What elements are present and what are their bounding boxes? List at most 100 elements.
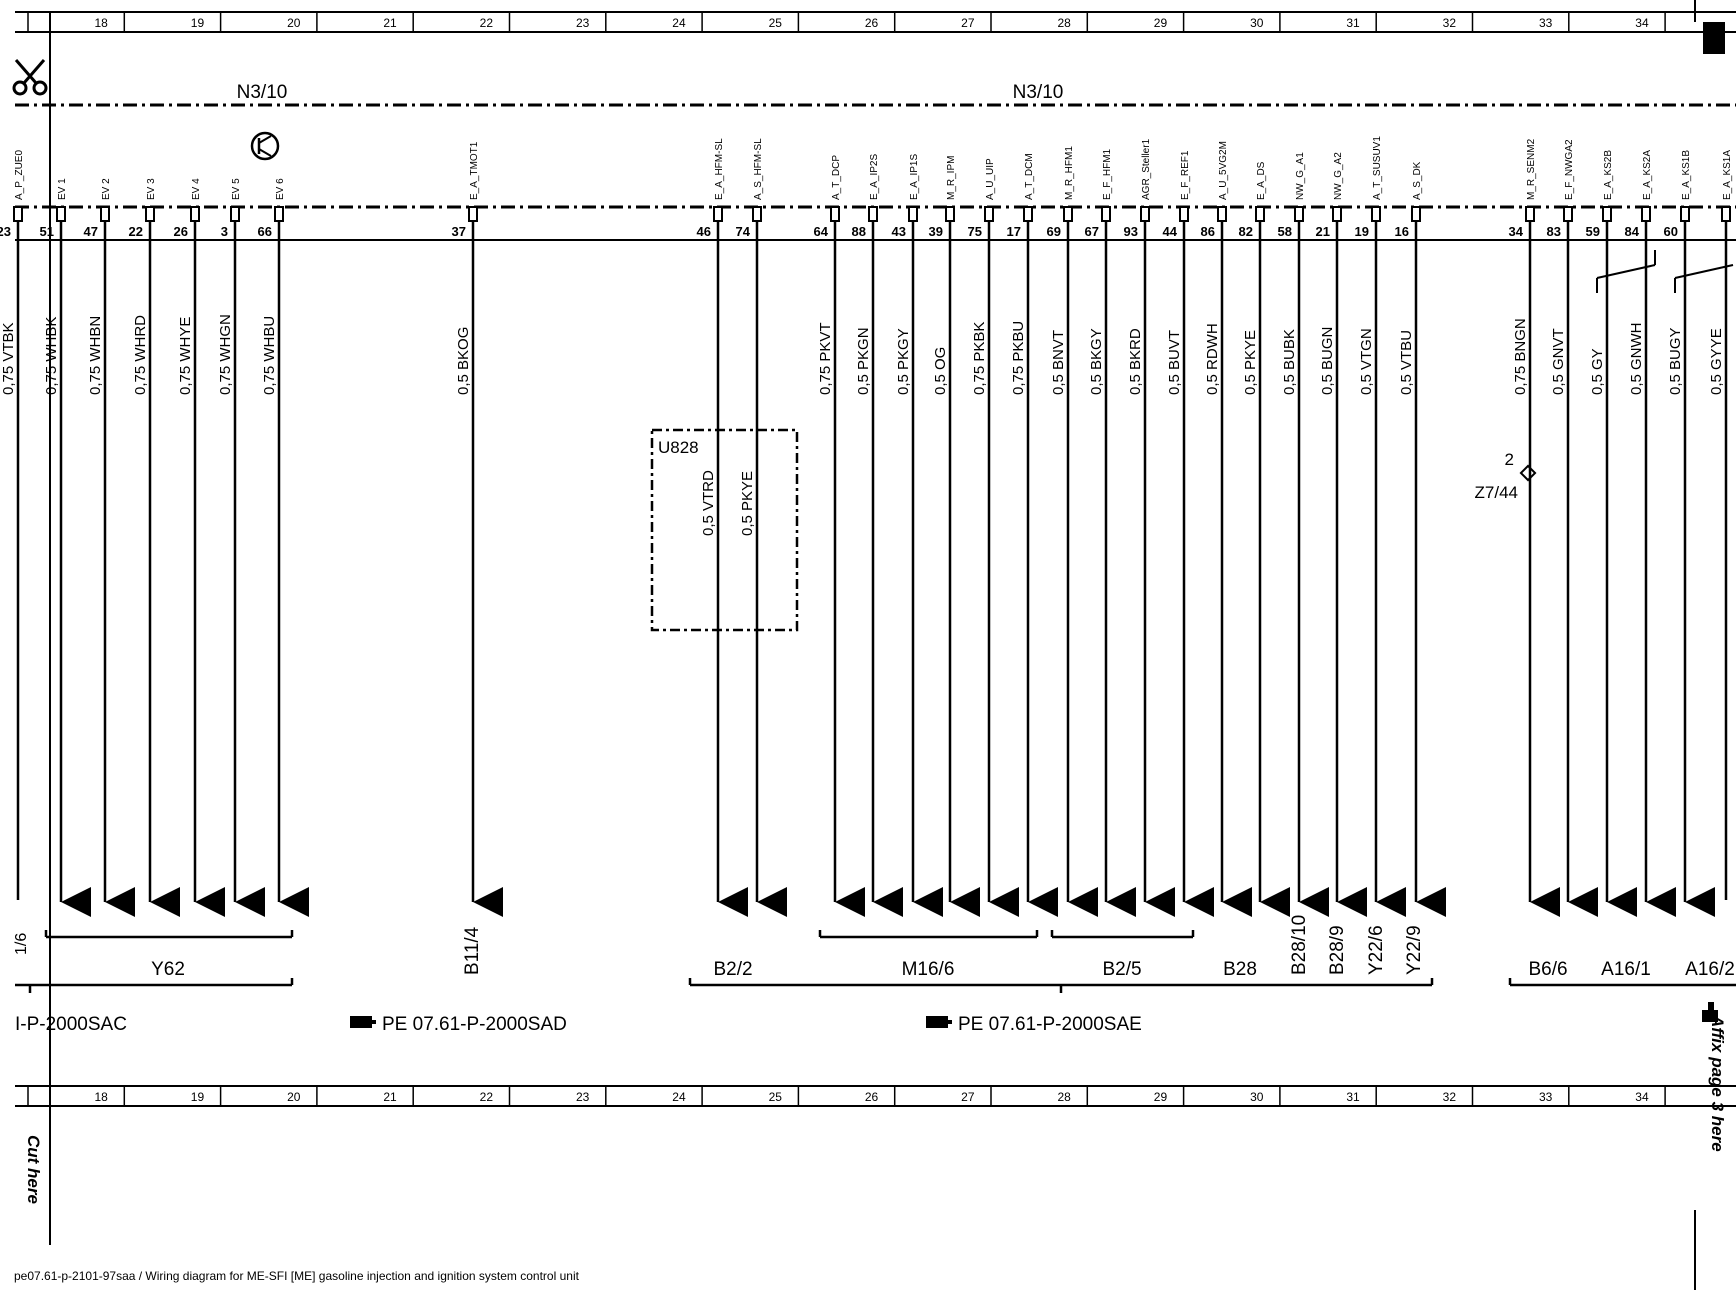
column-number: 18	[94, 16, 108, 30]
destination-brackets	[15, 930, 1736, 993]
wire-color-label: 0,5 BUVT	[1166, 330, 1183, 395]
pin-signal-label: NW_G_A2	[1333, 152, 1344, 200]
component-label-right: N3/10	[1013, 82, 1064, 103]
destination-label: B11/4	[462, 926, 483, 975]
module-box	[650, 428, 799, 632]
connector-pin	[868, 206, 878, 222]
pin-signal-label: E_A_KS2B	[1603, 150, 1614, 200]
pin-number: 84	[1625, 224, 1640, 239]
column-number: 26	[865, 1090, 879, 1104]
destination-label: Y22/6	[1366, 925, 1387, 975]
connector-pin	[1602, 206, 1612, 222]
wire-color-label: 0,75 PKVT	[817, 322, 834, 395]
pin-number: 66	[258, 224, 272, 239]
destination-label: A16/1	[1601, 959, 1651, 980]
connector-pin	[1217, 206, 1227, 222]
reference-link: PE 07.61-P-2000SAE	[958, 1014, 1142, 1035]
wire-color-label: 0,5 OG	[932, 347, 949, 395]
pin-number: 47	[84, 224, 98, 239]
column-number: 27	[961, 16, 975, 30]
column-ruler-bottom	[15, 1085, 1736, 1107]
pin-number: 37	[452, 224, 466, 239]
component-label-left: N3/10	[237, 82, 288, 103]
wire-color-label: 0,5 PKYE	[1242, 330, 1259, 395]
connector-pin	[1641, 206, 1651, 222]
wire-color-label: 0,75 WHYE	[177, 317, 194, 395]
pointing-hand-icon	[1702, 1002, 1718, 1022]
pin-number: 19	[1355, 224, 1369, 239]
pin-number: 22	[129, 224, 143, 239]
column-number: 20	[287, 1090, 301, 1104]
connector-pin	[100, 206, 110, 222]
pin-signal-label: E_F_REF1	[1180, 150, 1191, 200]
pin-signal-label: EV 6	[275, 178, 286, 200]
pin-signal-label: E_A_TMOT1	[469, 141, 480, 200]
pin-signal-label: M_R_HFM1	[1064, 146, 1075, 200]
wire-color-label: 0,75 WHBN	[87, 316, 104, 395]
wire-color-label: 0,5 BKRD	[1127, 328, 1144, 395]
wire-color-label: 0,75 VTBK	[0, 322, 17, 395]
pin-signal-label: EV 3	[146, 178, 157, 200]
page-marker	[1703, 22, 1725, 54]
wire-color-label: 0,75 BNGN	[1512, 318, 1529, 395]
wire-color-label: 0,75 WHRD	[132, 315, 149, 395]
pin-number: 64	[814, 224, 829, 239]
pin-signal-label: E_A_KS1B	[1681, 150, 1692, 200]
column-number: 24	[672, 16, 686, 30]
pin-number: 58	[1278, 224, 1292, 239]
column-number: 31	[1346, 16, 1360, 30]
pin-number: 21	[1316, 224, 1330, 239]
connector-pin	[1063, 206, 1073, 222]
pin-number: 82	[1239, 224, 1253, 239]
column-number: 28	[1057, 16, 1071, 30]
connector-pin	[1411, 206, 1421, 222]
wire-color-label: 0,5 BUGY	[1667, 327, 1684, 395]
destination-label: B2/5	[1102, 959, 1141, 980]
wire-color-label: 0,5 BNVT	[1050, 330, 1067, 395]
connector-pin	[984, 206, 994, 222]
pointing-hand-icon	[944, 1020, 952, 1024]
reference-link: I-P-2000SAC	[15, 1014, 127, 1035]
pin-number: 3	[221, 224, 228, 239]
pin-signal-label: A_P_ZUE0	[14, 150, 25, 200]
wire-color-label: 0,5 BUGN	[1319, 327, 1336, 395]
column-number: 19	[191, 16, 205, 30]
connector-pin	[56, 206, 66, 222]
pin-number: 67	[1085, 224, 1099, 239]
footer-caption: pe07.61-p-2101-97saa / Wiring diagram fo…	[14, 1269, 580, 1283]
pin-number: 83	[1547, 224, 1561, 239]
pin-signal-label: M_R_IPM	[946, 156, 957, 200]
pin-signal-label: AGR_Steller1	[1141, 138, 1152, 200]
wire-color-label: 0,5 VTGN	[1358, 328, 1375, 395]
connector-pin	[1371, 206, 1381, 222]
column-number: 18	[94, 1090, 108, 1104]
pin-number: 23	[0, 224, 11, 239]
pin-signal-label: EV 4	[191, 178, 202, 200]
connector-pin	[1332, 206, 1342, 222]
wire-color-label: 0,5 GNWH	[1628, 322, 1645, 395]
pin-signal-label: E_A_IP1S	[909, 154, 920, 200]
scissors-icon	[12, 59, 48, 96]
column-number: 28	[1057, 1090, 1071, 1104]
pin-signal-label: E_A_DS	[1256, 161, 1267, 200]
module-box-label: U828	[658, 438, 699, 457]
wire-color-label: 0,5 BUBK	[1281, 329, 1298, 395]
wire-color-label: 0,5 PKYE	[739, 471, 756, 536]
column-number: 34	[1635, 1090, 1649, 1104]
splice-pin: 2	[1505, 450, 1514, 469]
column-number: 31	[1346, 1090, 1360, 1104]
pin-number: 74	[736, 224, 751, 239]
pin-signal-label: E_A_IP2S	[869, 154, 880, 200]
column-number: 23	[576, 16, 590, 30]
column-number: 25	[769, 16, 783, 30]
splice-icon	[1519, 464, 1537, 482]
pin-signal-label: E_A_KS2A	[1642, 150, 1653, 200]
pin-number: 69	[1047, 224, 1061, 239]
column-number: 26	[865, 16, 879, 30]
column-number: 25	[769, 1090, 783, 1104]
destination-label: B2/2	[713, 959, 752, 980]
connector-pin	[1563, 206, 1573, 222]
pin-number: 39	[929, 224, 943, 239]
connector-pin	[752, 206, 762, 222]
